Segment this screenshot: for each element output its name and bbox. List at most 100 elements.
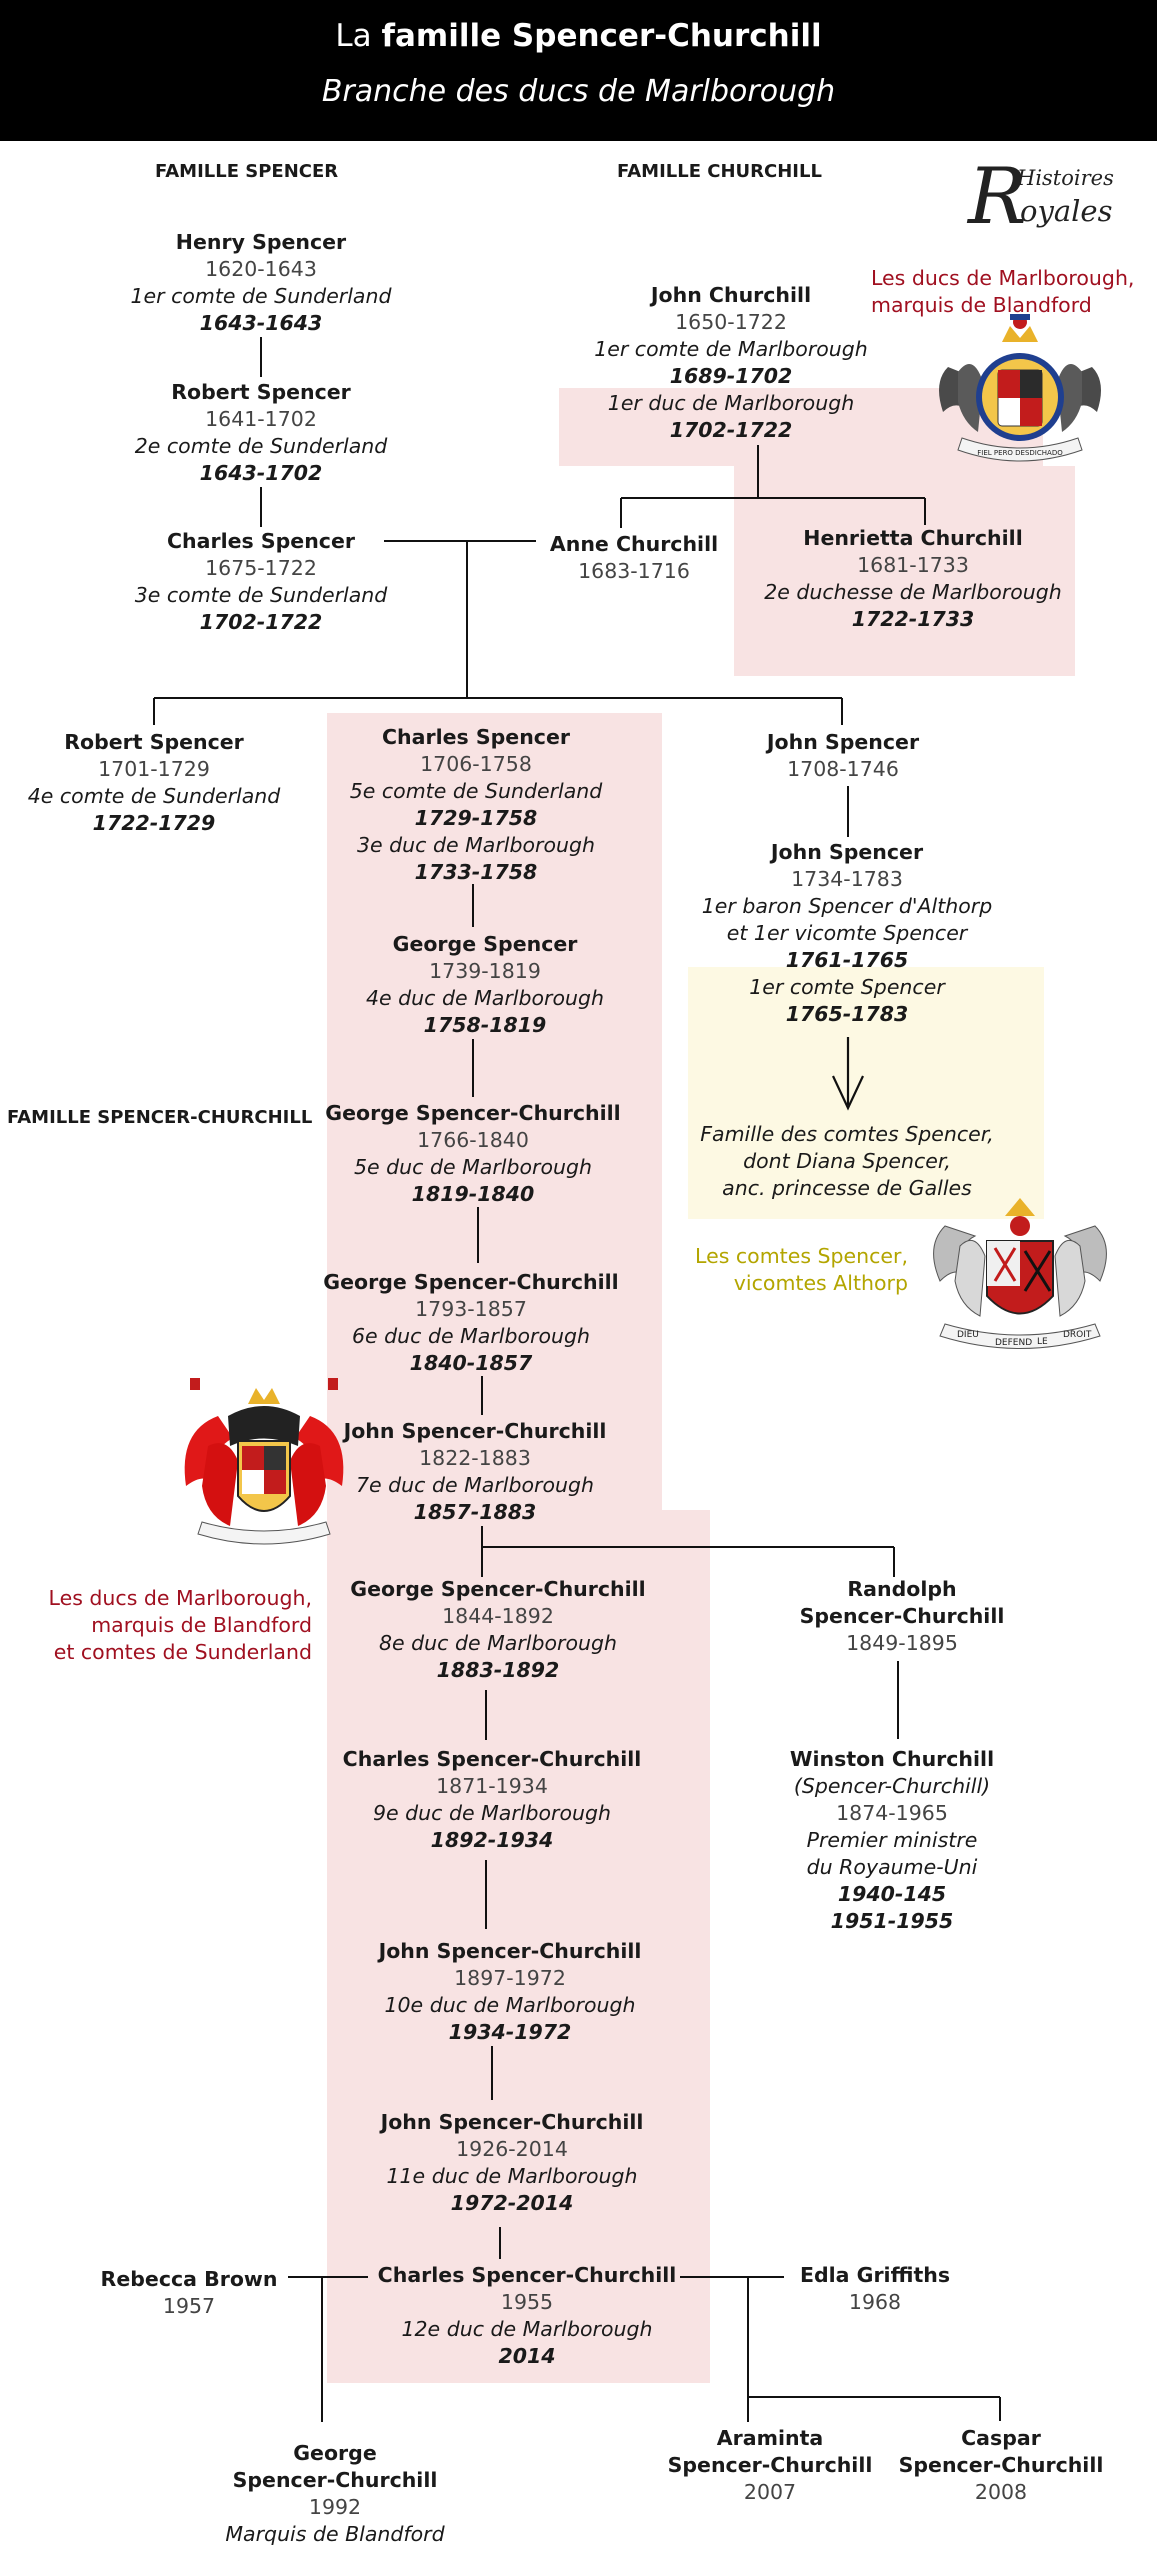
person-reign: 1892-1934 — [430, 1828, 554, 1852]
person-name: Anne Churchill — [549, 532, 719, 556]
person-reign: 1643-1643 — [199, 311, 323, 335]
person-name: John Spencer — [766, 730, 920, 754]
caption-line: Les ducs de Marlborough, — [871, 266, 1135, 290]
person-reign: 1883-1892 — [436, 1658, 560, 1682]
person-john-churchill: John Churchill 1650-1722 1er comte de Ma… — [594, 282, 868, 444]
person-reign: 1702-1722 — [669, 418, 793, 442]
note-line: Famille des comtes Spencer, — [700, 1122, 994, 1146]
person-dates: 1992 — [308, 2495, 362, 2519]
marlborough-motto: FIEL PERO DESDICHADO — [977, 449, 1063, 457]
person-name: Spencer-Churchill — [232, 2468, 438, 2492]
person-charles-spencer-churchill-12e-duc: Charles Spencer-Churchill 1955 12e duc d… — [378, 2262, 677, 2370]
person-reign: 1702-1722 — [199, 610, 323, 634]
person-charles-spencer-3e-comte: Charles Spencer 1675-1722 3e comte de Su… — [135, 528, 388, 636]
person-reign: 1857-1883 — [413, 1500, 537, 1524]
person-name: Henrietta Churchill — [803, 526, 1023, 550]
person-dates: 1681-1733 — [857, 553, 969, 577]
person-title: 12e duc de Marlborough — [401, 2317, 653, 2341]
person-name: John Spencer — [770, 840, 924, 864]
person-anne-churchill: Anne Churchill 1683-1716 — [550, 531, 718, 585]
marlborough-coat-of-arms-icon: FIEL PERO DESDICHADO — [939, 314, 1101, 462]
marlborough-duchy-region-upper — [327, 713, 662, 1513]
title-prefix: La — [335, 18, 372, 54]
person-name: Edla Griffiths — [799, 2263, 951, 2287]
person-charles-spencer-3e-duc: Charles Spencer 1706-1758 5e comte de Su… — [350, 724, 603, 886]
henrietta-region — [734, 466, 1075, 676]
person-title: 4e duc de Marlborough — [365, 986, 605, 1010]
person-title: 1er duc de Marlborough — [607, 391, 855, 415]
person-george-spencer-churchill-8e-duc: George Spencer-Churchill 1844-1892 8e du… — [350, 1576, 645, 1684]
spencer-family-note: Famille des comtes Spencer, dont Diana S… — [700, 1121, 994, 1202]
person-dates: 1926-2014 — [456, 2137, 568, 2161]
page-subtitle: Branche des ducs de Marlborough — [321, 74, 836, 109]
person-john-spencer-churchill-10e-duc: John Spencer-Churchill 1897-1972 10e duc… — [379, 1938, 642, 2046]
comtes-spencer-region — [688, 967, 1044, 1219]
person-dates: 1706-1758 — [420, 752, 532, 776]
spencer-churchill-coat-of-arms-icon — [184, 1378, 344, 1545]
person-george-spencer-churchill-6e-duc: George Spencer-Churchill 1793-1857 6e du… — [323, 1269, 618, 1377]
person-name: George Spencer-Churchill — [323, 1270, 619, 1294]
person-title: du Royaume-Uni — [806, 1855, 978, 1879]
person-title: 1er comte de Marlborough — [594, 337, 868, 361]
histoires-royales-logo: R Histoires oyales — [968, 152, 1133, 242]
person-title: 3e duc de Marlborough — [356, 833, 596, 857]
person-title: 11e duc de Marlborough — [386, 2164, 638, 2188]
caption-ducs-marlborough-top: Les ducs de Marlborough, marquis de Blan… — [871, 265, 1134, 319]
spencer-motto-word: DROIT — [1063, 1330, 1092, 1340]
person-title: 5e duc de Marlborough — [353, 1155, 593, 1179]
person-reign: 1758-1819 — [423, 1013, 547, 1037]
caption-comtes-spencer: Les comtes Spencer, vicomtes Althorp — [695, 1243, 908, 1297]
person-title: 9e duc de Marlborough — [372, 1801, 612, 1825]
spencer-motto-word: DIEU — [957, 1330, 979, 1340]
spencer-motto-word: LE — [1037, 1337, 1048, 1347]
person-george-spencer-churchill-5e-duc: George Spencer-Churchill 1766-1840 5e du… — [325, 1100, 620, 1208]
section-famille-spencer-churchill: FAMILLE SPENCER-CHURCHILL — [7, 1107, 313, 1128]
person-reign: 1722-1729 — [92, 811, 216, 835]
logo-line2: oyales — [1020, 194, 1113, 228]
person-reign: 1733-1758 — [414, 860, 538, 884]
person-robert-spencer-4e-comte: Robert Spencer 1701-1729 4e comte de Sun… — [28, 729, 281, 837]
person-reign: 1940-145 — [837, 1882, 947, 1906]
person-dates: 1641-1702 — [205, 407, 317, 431]
caption-line: marquis de Blandford — [871, 293, 1092, 317]
person-dates: 1874-1965 — [836, 1801, 948, 1825]
spencer-motto-word: DEFEND — [995, 1338, 1032, 1348]
person-winston-churchill: Winston Churchill (Spencer-Churchill) 18… — [790, 1746, 994, 1935]
person-dates: 1844-1892 — [442, 1604, 554, 1628]
person-reign: 1934-1972 — [448, 2020, 572, 2044]
caption-ducs-marlborough-left: Les ducs de Marlborough, marquis de Blan… — [49, 1585, 312, 1666]
person-reign: 1689-1702 — [669, 364, 793, 388]
person-dates: 1675-1722 — [205, 556, 317, 580]
person-title: Premier ministre — [806, 1828, 978, 1852]
person-dates: 1968 — [848, 2290, 902, 2314]
person-name: Spencer-Churchill — [799, 1604, 1005, 1628]
person-name: John Churchill — [650, 283, 812, 307]
person-caspar-spencer-churchill: Caspar Spencer-Churchill 2008 — [899, 2425, 1104, 2506]
person-name: Rebecca Brown — [100, 2267, 278, 2291]
person-dates: 1897-1972 — [454, 1966, 566, 1990]
person-henry-spencer: Henry Spencer 1620-1643 1er comte de Sun… — [130, 229, 391, 337]
person-name: George Spencer-Churchill — [325, 1101, 621, 1125]
person-name: Charles Spencer-Churchill — [342, 1747, 642, 1771]
person-name: Spencer-Churchill — [667, 2453, 873, 2477]
person-title: 3e comte de Sunderland — [134, 583, 388, 607]
person-name: Spencer-Churchill — [898, 2453, 1104, 2477]
person-henrietta-churchill: Henrietta Churchill 1681-1733 2e duchess… — [764, 525, 1062, 633]
person-john-spencer-churchill-7e-duc: John Spencer-Churchill 1822-1883 7e duc … — [344, 1418, 607, 1526]
person-dates: 1766-1840 — [417, 1128, 529, 1152]
person-name: John Spencer-Churchill — [380, 2110, 644, 2134]
person-name: Araminta — [716, 2426, 824, 2450]
person-name: George Spencer-Churchill — [350, 1577, 646, 1601]
person-dates: 1650-1722 — [675, 310, 787, 334]
person-name: Randolph — [847, 1577, 957, 1601]
person-name: Caspar — [961, 2426, 1041, 2450]
person-dates: 1871-1934 — [436, 1774, 548, 1798]
note-line: dont Diana Spencer, — [743, 1149, 951, 1173]
person-name: John Spencer-Churchill — [378, 1939, 642, 1963]
note-line: anc. princesse de Galles — [722, 1176, 972, 1200]
spencer-coat-of-arms-icon: DIEU DEFEND LE DROIT — [933, 1198, 1107, 1349]
header-bar: La famille Spencer-Churchill Branche des… — [0, 0, 1157, 141]
person-name: George — [293, 2441, 377, 2465]
person-title: 10e duc de Marlborough — [384, 1993, 636, 2017]
